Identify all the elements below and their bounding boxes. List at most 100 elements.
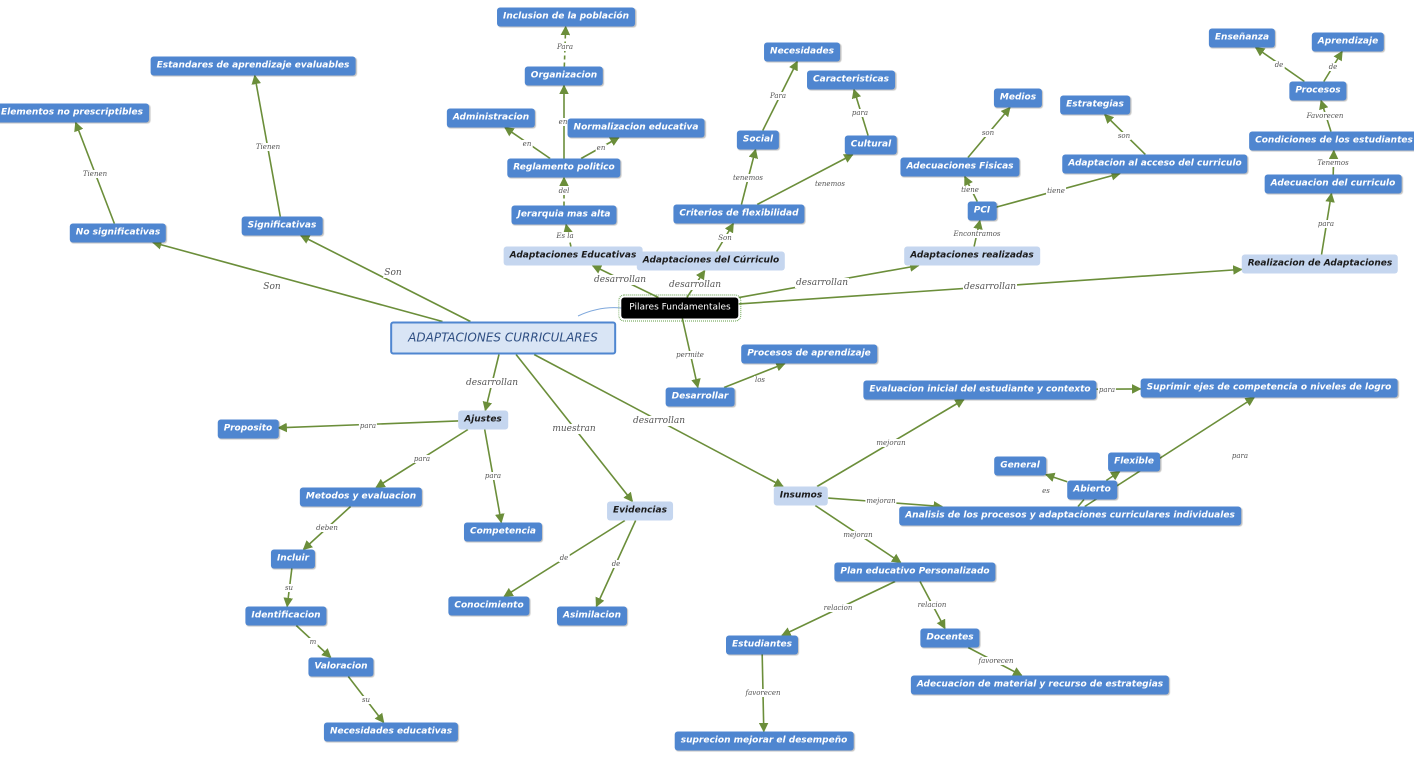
node-competencia[interactable]: Competencia [463, 522, 543, 542]
link-label-16: tiene [960, 186, 980, 194]
node-valoracion[interactable]: Valoracion [308, 657, 374, 677]
node-asimilacion[interactable]: Asimilacion [556, 606, 628, 626]
node-docentes[interactable]: Docentes [920, 628, 980, 648]
link-label-1: desarrollan [667, 280, 723, 290]
node-jerarquia[interactable]: Jerarquia mas alta [511, 205, 617, 225]
link-label-5: del [557, 187, 571, 195]
link-label-39: muestran [551, 424, 597, 434]
link-label-21: Tenemos [1316, 159, 1350, 167]
link-label-22: Favorecen [1305, 112, 1345, 120]
node-adec-curriculo[interactable]: Adecuacion del curriculo [1264, 174, 1402, 194]
node-condiciones[interactable]: Condiciones de los estudiantes [1249, 131, 1414, 151]
node-metodos[interactable]: Metodos y evaluacion [299, 487, 423, 507]
link-label-34: para [483, 472, 503, 480]
node-general[interactable]: General [994, 456, 1046, 476]
node-central[interactable]: ADAPTACIONES CURRICULARES [390, 321, 616, 355]
node-significativas[interactable]: Significativas [241, 216, 323, 236]
node-ajustes[interactable]: Ajustes [458, 410, 508, 430]
link-label-49: relacion [822, 604, 854, 612]
node-caracteristicas[interactable]: Caracteristicas [807, 70, 895, 90]
node-suprimir[interactable]: Suprimir ejes de competencia o niveles d… [1140, 378, 1398, 398]
link-label-15: Encontramos [952, 230, 1002, 238]
node-eval-inicial[interactable]: Evaluacion inicial del estudiante y cont… [863, 380, 1097, 400]
node-no-signif[interactable]: No significativas [69, 223, 167, 243]
node-adapt-acceso[interactable]: Adaptacion al acceso del curriculo [1062, 154, 1248, 174]
node-nec-educ[interactable]: Necesidades educativas [323, 722, 459, 742]
link-label-38: su [360, 696, 372, 704]
link-label-19: son [1116, 132, 1132, 140]
node-estudiantes[interactable]: Estudiantes [726, 635, 798, 655]
link-label-31: desarrollan [464, 378, 520, 388]
node-no-prescrip[interactable]: Elementos no prescriptibles [0, 103, 149, 123]
node-abierto[interactable]: Abierto [1067, 480, 1117, 500]
link-label-28: Tienen [81, 170, 109, 178]
link-label-7: en [557, 118, 569, 126]
link-label-50: relacion [916, 601, 948, 609]
link-label-51: favorecen [744, 689, 782, 697]
node-adec-fisicas[interactable]: Adecuaciones Fisicas [900, 157, 1020, 177]
link-label-29: permite [675, 351, 705, 359]
node-procesos-apr[interactable]: Procesos de aprendizaje [741, 344, 877, 364]
link-label-6: en [521, 140, 533, 148]
link-label-48: mejoran [842, 531, 874, 539]
node-identificacion[interactable]: Identificacion [245, 606, 327, 626]
link-label-0: desarrollan [592, 275, 648, 285]
node-insumos[interactable]: Insumos [773, 486, 829, 506]
node-pci[interactable]: PCI [967, 201, 997, 221]
node-proposito[interactable]: Proposito [217, 419, 279, 439]
link-label-35: deben [315, 524, 339, 532]
link-label-20: para [1316, 220, 1336, 228]
connector-central-to-no-signif [151, 240, 443, 323]
link-label-33: para [412, 455, 432, 463]
node-realizacion[interactable]: Realizacion de Adaptaciones [1241, 254, 1399, 274]
link-label-2: desarrollan [794, 278, 850, 288]
node-inclusion[interactable]: Inclusion de la población [497, 7, 635, 27]
node-social[interactable]: Social [736, 130, 780, 150]
link-label-46: para [1230, 452, 1250, 460]
node-pilares[interactable]: Pilares Fundamentales [618, 294, 742, 322]
link-label-11: tenemos [731, 174, 765, 182]
link-label-43: mejoran [875, 439, 907, 447]
link-label-18: tiene [1046, 187, 1066, 195]
node-incluir[interactable]: Incluir [270, 549, 316, 569]
link-label-3: desarrollan [962, 282, 1018, 292]
node-plan[interactable]: Plan educativo Personalizado [834, 562, 996, 582]
link-label-23: de [1273, 61, 1285, 69]
node-cultural[interactable]: Cultural [844, 135, 898, 155]
node-adapt-curr[interactable]: Adaptaciones del Cúrriculo [636, 251, 786, 271]
link-label-32: para [358, 422, 378, 430]
node-necesidades[interactable]: Necesidades [764, 42, 840, 62]
link-label-26: Tienen [254, 143, 282, 151]
node-administracion[interactable]: Administracion [446, 108, 536, 128]
node-adec-material[interactable]: Adecuacion de material y recurso de estr… [910, 675, 1170, 695]
node-adapt-edu[interactable]: Adaptaciones Educativas [503, 246, 643, 266]
node-flexible[interactable]: Flexible [1108, 452, 1160, 472]
connector-adapt-edu-to-jerarquia [563, 223, 573, 247]
connector-central-to-significativas [299, 234, 471, 323]
node-estandares[interactable]: Estandares de aprendizaje evaluables [150, 56, 356, 76]
connector-extra-1 [1077, 498, 1085, 508]
link-label-14: para [850, 109, 870, 117]
node-reglamento[interactable]: Reglamento politico [507, 158, 621, 178]
link-label-25: Son [383, 268, 403, 278]
node-desarrollar[interactable]: Desarrollar [665, 387, 735, 407]
link-label-8: en [595, 144, 607, 152]
connector-desarrollar-to-procesos-apr [723, 362, 786, 389]
link-label-17: son [980, 129, 996, 137]
node-evidencias[interactable]: Evidencias [607, 501, 673, 521]
node-adapt-real[interactable]: Adaptaciones realizadas [904, 246, 1040, 266]
node-estrategias[interactable]: Estrategias [1060, 95, 1130, 115]
node-medios[interactable]: Medios [993, 88, 1043, 108]
link-label-9: Para [555, 43, 575, 51]
node-procesos[interactable]: Procesos [1289, 81, 1347, 101]
node-suprecion[interactable]: suprecion mejorar el desempeño [674, 731, 854, 751]
node-analisis[interactable]: Analisis de los procesos y adaptaciones … [899, 506, 1241, 526]
node-organizacion[interactable]: Organizacion [524, 66, 604, 86]
node-conocimiento[interactable]: Conocimiento [448, 596, 530, 616]
node-normalizacion[interactable]: Normalizacion educativa [567, 118, 705, 138]
node-ensenanza[interactable]: Enseñanza [1208, 28, 1276, 48]
node-aprendizaje[interactable]: Aprendizaje [1311, 32, 1385, 52]
node-criterios[interactable]: Criterios de flexibilidad [673, 204, 805, 224]
link-label-44: para [1097, 386, 1117, 394]
connector-extra-2 [1105, 470, 1121, 482]
